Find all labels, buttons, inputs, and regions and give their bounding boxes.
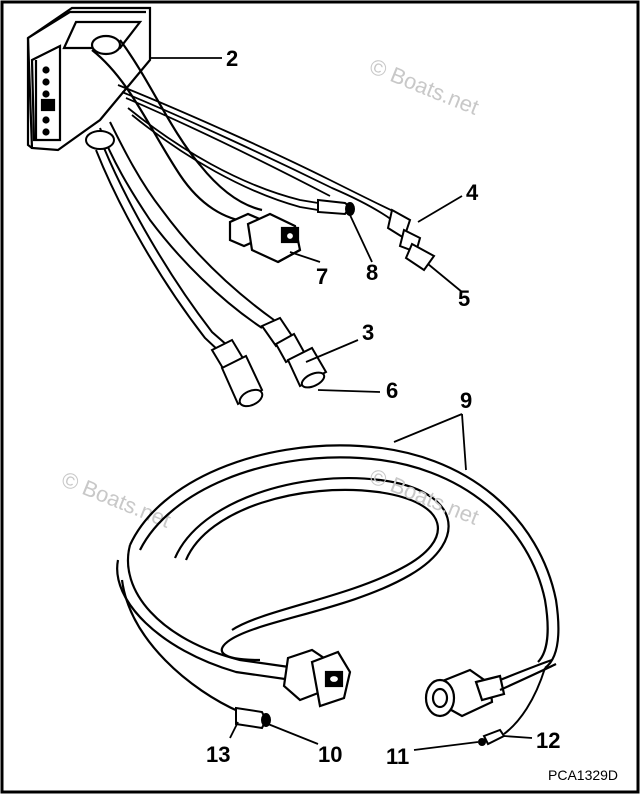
- watermark-left: © Boats.net: [58, 466, 174, 532]
- callout-2: 2: [226, 46, 238, 71]
- lower-branch-cables: [85, 121, 275, 353]
- looped-harness: [116, 444, 560, 714]
- bullet-connector-10: [235, 706, 271, 730]
- callout-6: 6: [386, 378, 398, 403]
- square-plug-lower: [282, 648, 352, 708]
- barrel-connector-3: [260, 316, 328, 389]
- callout-10: 10: [318, 742, 342, 767]
- barrel-connector-4: [386, 208, 436, 272]
- callout-11: 11: [386, 744, 409, 769]
- leader-lines-upper: [150, 57, 463, 393]
- callout-8: 8: [366, 260, 378, 285]
- wires-to-connector-4: [117, 84, 396, 221]
- wire-to-connector-8: [127, 107, 319, 211]
- square-plug-7: [228, 212, 302, 264]
- callout-12: 12: [536, 728, 560, 753]
- main-cable-bundle: [90, 34, 263, 224]
- bullet-connector-8: [317, 198, 355, 216]
- junction-box: [26, 6, 152, 152]
- leader-lines-lower: [229, 413, 533, 751]
- callout-5: 5: [458, 286, 470, 311]
- callout-7: 7: [316, 264, 328, 289]
- watermark-top: © Boats.net: [366, 53, 482, 119]
- callout-13: 13: [206, 742, 230, 767]
- round-plug-lower: [424, 658, 557, 718]
- drawing-code: PCA1329D: [548, 767, 618, 783]
- callout-3: 3: [362, 320, 374, 345]
- watermark-middle: © Boats.net: [366, 463, 482, 529]
- barrel-connector-left: [210, 338, 264, 408]
- callout-9: 9: [460, 388, 472, 413]
- callout-4: 4: [466, 180, 479, 205]
